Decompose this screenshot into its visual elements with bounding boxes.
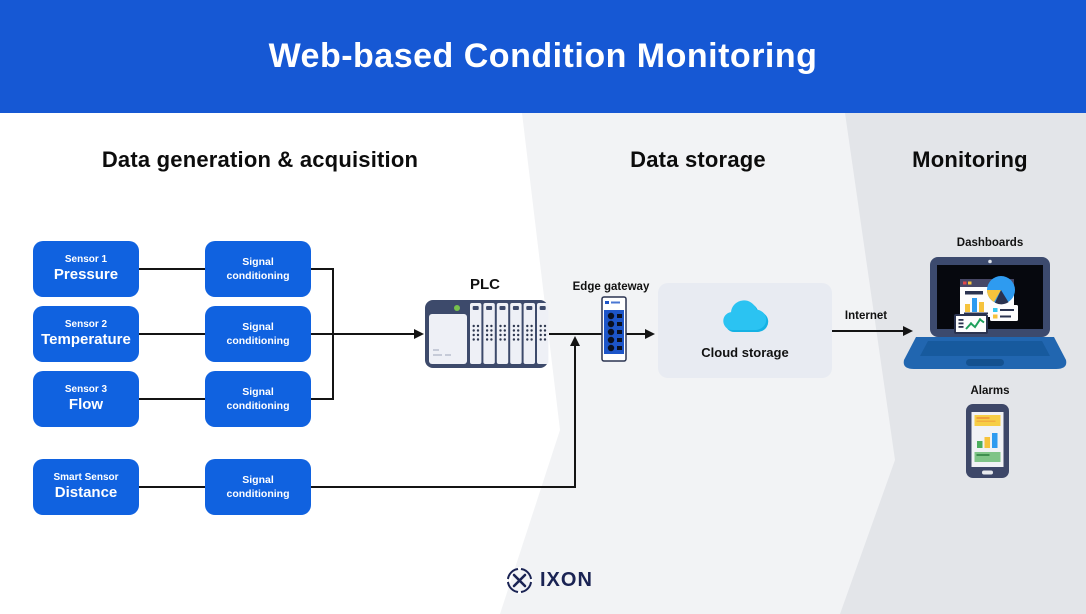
edge-gateway-icon	[601, 296, 627, 362]
edge-gateway-label: Edge gateway	[572, 281, 650, 293]
plc-label: PLC	[470, 276, 500, 293]
background-bands	[500, 113, 1086, 614]
sensor-1-name: Pressure	[53, 265, 119, 283]
sensor-2-name: Temperature	[41, 330, 131, 348]
signal-conditioning-box-4: Signal conditioning	[205, 459, 311, 515]
internet-label: Internet	[844, 310, 888, 322]
brand-logo: IXON	[506, 566, 593, 594]
sensor-3-caption: Sensor 3	[64, 383, 108, 395]
signal-conditioning-box-1: Signal conditioning	[205, 241, 311, 297]
section-title-data-storage: Data storage	[630, 147, 766, 172]
page-title: Web-based Condition Monitoring	[268, 37, 818, 75]
plc-icon	[425, 300, 549, 368]
arrowhead-into-laptop	[903, 326, 913, 336]
arrowhead-into-plc	[414, 329, 424, 339]
section-title-data-generation: Data generation & acquisition	[101, 147, 419, 172]
ixon-logo-icon	[506, 566, 533, 594]
sensor-4-name: Distance	[54, 483, 118, 501]
alarms-label: Alarms	[970, 385, 1010, 397]
signal-conditioning-box-2: Signal conditioning	[205, 306, 311, 362]
cloud-icon	[723, 300, 769, 332]
sensor-box-pressure: Sensor 1 Pressure	[33, 241, 139, 297]
sensor-box-distance: Smart Sensor Distance	[33, 459, 139, 515]
arrowhead-into-cloud	[645, 329, 655, 339]
header-bar: Web-based Condition Monitoring	[0, 0, 1086, 113]
band-monitoring	[840, 113, 1086, 614]
dashboards-label: Dashboards	[956, 237, 1024, 249]
phone-alarms-icon	[966, 404, 1009, 478]
sensor-4-caption: Smart Sensor	[53, 471, 119, 483]
laptop-dashboards-icon	[903, 257, 1067, 369]
signal-conditioning-box-3: Signal conditioning	[205, 371, 311, 427]
ixon-logo-text: IXON	[540, 569, 593, 591]
sensor-box-temperature: Sensor 2 Temperature	[33, 306, 139, 362]
cloud-storage-label: Cloud storage	[701, 345, 789, 360]
sensor-1-caption: Sensor 1	[64, 253, 108, 265]
sensor-2-caption: Sensor 2	[64, 318, 108, 330]
cloud-storage-panel: Cloud storage	[658, 283, 832, 378]
section-title-monitoring: Monitoring	[912, 147, 1028, 172]
arrowhead-bus-junction	[570, 336, 580, 346]
sensor-box-flow: Sensor 3 Flow	[33, 371, 139, 427]
sensor-3-name: Flow	[68, 395, 104, 413]
